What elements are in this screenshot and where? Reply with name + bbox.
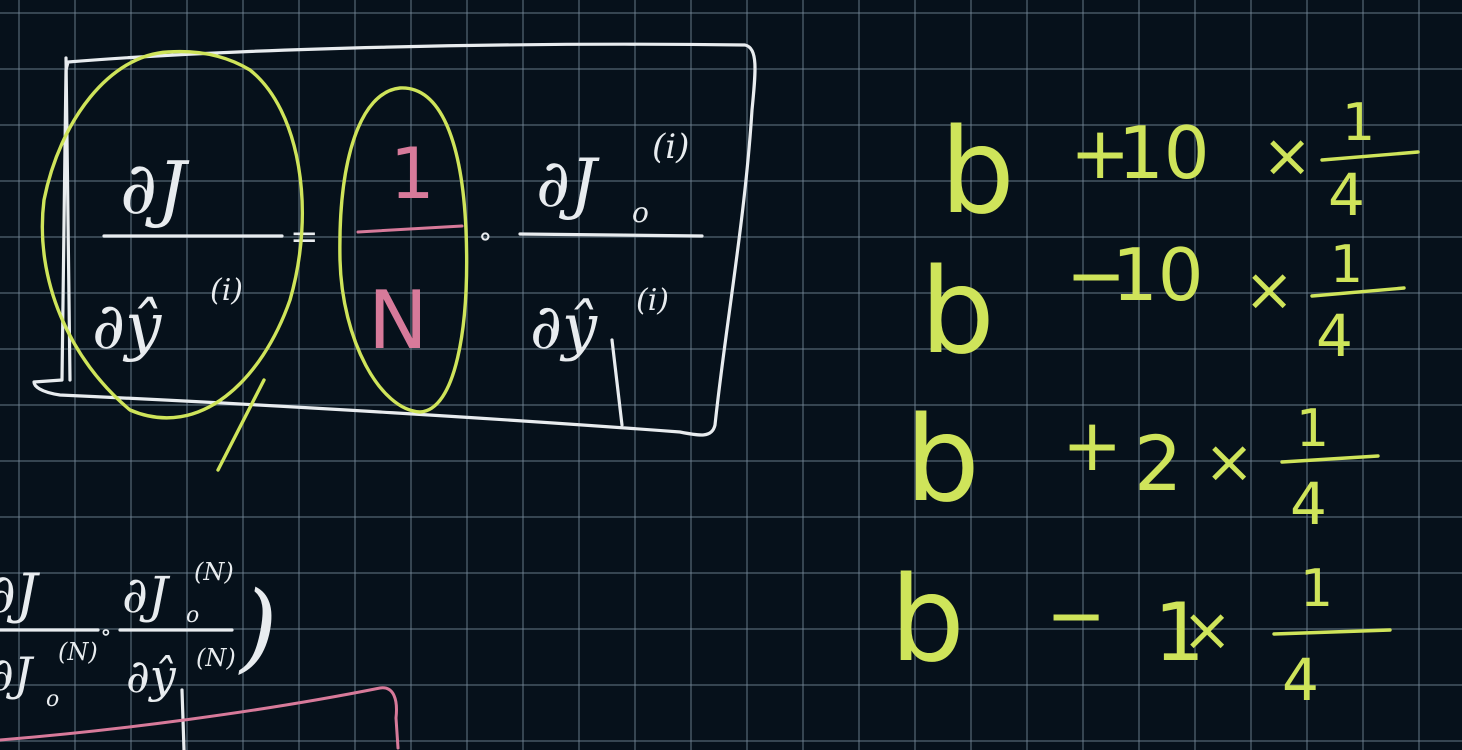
lower-rhs-denominator-sup: (N) <box>196 644 236 672</box>
bias-row-2-times: × <box>1244 255 1294 325</box>
lower-rhs-numerator-sub: o <box>186 603 199 628</box>
highlight-ellipse-tail <box>216 378 266 472</box>
bias-row-2-num: 1 <box>1330 235 1363 295</box>
lower-rhs-numerator-sup: (N) <box>194 558 234 586</box>
lower-rhs-numerator: ∂J <box>122 566 171 624</box>
bias-row-4-bar <box>1272 628 1392 636</box>
main-equation-box <box>32 42 757 437</box>
bias-row-4-times: × <box>1182 595 1232 665</box>
bias-row-3-den: 4 <box>1290 470 1327 538</box>
rhs-hat-tail <box>610 338 624 427</box>
bias-row-3-sign: + <box>1062 403 1122 487</box>
equals-sign: = <box>290 217 319 257</box>
highlight-ellipse-lhs <box>40 49 304 420</box>
lower-pink-box <box>0 686 400 750</box>
bias-row-1-den: 4 <box>1328 161 1365 229</box>
lhs-denominator: ∂ŷ <box>92 290 162 364</box>
bias-row-2-sign: − <box>1066 233 1126 317</box>
bias-row-2-bar <box>1310 286 1406 298</box>
hadamard-dot: ∘ <box>478 219 493 254</box>
bias-row-3: b + 2 × 1 4 <box>905 390 1380 538</box>
bias-row-4-value: 1 <box>1154 586 1205 679</box>
bias-row-4-den: 4 <box>1282 646 1319 714</box>
rhs-numerator: ∂J <box>536 145 600 222</box>
bias-row-3-value: 2 <box>1134 419 1182 508</box>
factor-numerator: 1 <box>390 133 435 215</box>
rhs-denominator-sup: (i) <box>636 283 669 318</box>
bias-row-3-bar <box>1280 454 1380 464</box>
lower-equation: ∂J ∂J o (N) ∘ ∂J o (N) ∂ŷ (N) ) <box>0 558 400 750</box>
bias-row-2-den: 4 <box>1316 302 1353 370</box>
lower-lhs-denominator-sup: (N) <box>58 638 98 666</box>
bias-row-3-num: 1 <box>1296 399 1329 459</box>
bias-row-4: b − 1 × 1 4 <box>890 550 1392 714</box>
bias-row-1-value: 10 <box>1118 111 1210 195</box>
lower-rhs-denominator: ∂ŷ <box>126 649 177 703</box>
rhs-fraction-bar <box>518 232 704 238</box>
bias-row-1-times: × <box>1262 121 1312 191</box>
lower-close-paren: ) <box>238 571 277 683</box>
bias-row-1-sign: + <box>1070 111 1130 195</box>
lower-lhs-denominator-sub: o <box>46 687 59 712</box>
bias-update-list: b + 10 × 1 4 b − 10 × 1 4 b + <box>890 93 1420 714</box>
lower-lhs-denominator: ∂J <box>0 647 35 701</box>
bias-row-4-var: b <box>890 550 965 688</box>
rhs-numerator-sub: o <box>632 196 649 229</box>
bias-row-2-var: b <box>920 242 995 380</box>
bias-row-4-sign: − <box>1046 573 1106 657</box>
bias-row-1-num: 1 <box>1342 93 1375 153</box>
bias-row-1: b + 10 × 1 4 <box>940 93 1420 240</box>
bias-row-4-num: 1 <box>1300 559 1333 619</box>
lower-lhs-numerator: ∂J <box>0 562 41 625</box>
lhs-numerator: ∂J <box>120 146 190 230</box>
bias-row-1-bar <box>1320 150 1420 162</box>
main-equation: ∂J ∂ŷ (i) = 1 N ∘ ∂J o (i) ∂ŷ (i) <box>32 42 757 472</box>
factor-fraction-bar <box>356 224 464 234</box>
lower-dot: ∘ <box>100 618 112 646</box>
rhs-numerator-sup: (i) <box>652 127 689 167</box>
bias-row-2-value: 10 <box>1112 233 1204 317</box>
lhs-denominator-sup: (i) <box>210 273 243 308</box>
bias-row-2: b − 10 × 1 4 <box>920 233 1406 380</box>
highlight-ellipse-factor <box>338 86 469 414</box>
bias-row-3-var: b <box>905 390 980 528</box>
factor-denominator: N <box>368 274 428 367</box>
bias-row-3-times: × <box>1204 427 1254 497</box>
bias-row-1-var: b <box>940 102 1015 240</box>
box-left-edge <box>64 56 72 382</box>
rhs-denominator: ∂ŷ <box>530 290 598 363</box>
